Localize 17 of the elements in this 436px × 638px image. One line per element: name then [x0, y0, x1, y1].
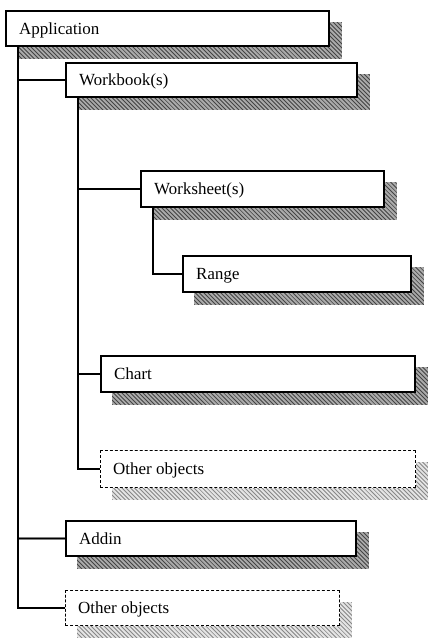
object-name: Application [19, 18, 100, 40]
object-name: Other objects [113, 458, 204, 480]
object-box [5, 10, 330, 47]
object-box [65, 520, 357, 557]
object-box [65, 62, 358, 98]
object-name: Worksheet(s) [154, 178, 244, 200]
object-box [100, 450, 416, 488]
object-name: Addin [79, 528, 122, 550]
object-name: Chart [114, 363, 152, 386]
object-box [100, 355, 416, 393]
object-name: Other objects [78, 597, 170, 620]
connector-line [152, 208, 182, 275]
object-box [140, 170, 385, 208]
object-name: Range [196, 263, 240, 286]
object-box [65, 590, 340, 626]
object-name: Workbook(s) [79, 69, 168, 92]
object-box [182, 255, 412, 293]
